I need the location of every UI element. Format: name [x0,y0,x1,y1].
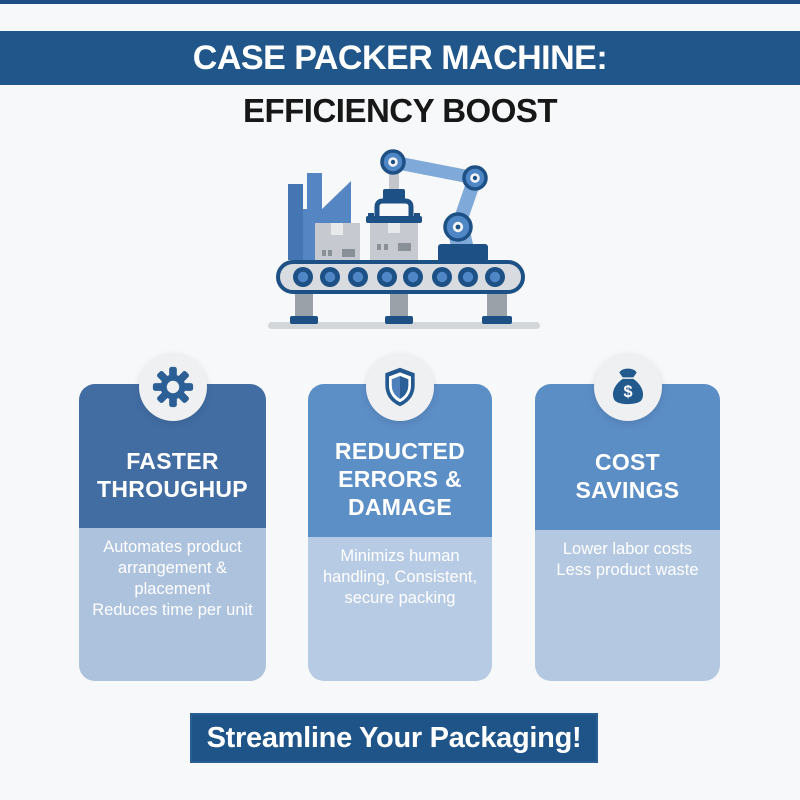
box-icon-left [315,223,360,262]
machine-illustration [260,140,550,335]
header-banner: CASE PACKER MACHINE: [0,31,800,85]
card-title: FASTER THROUGHUP [97,447,248,502]
card-title: REDUCTED ERRORS & DAMAGE [334,438,466,520]
footer-banner: Streamline Your Packaging! [190,713,598,763]
card-body: Minimizs human handling, Consistent, sec… [308,537,492,681]
ground-shadow [268,322,540,329]
arm-joint-3 [443,212,473,242]
gear-icon [138,353,207,421]
shield-icon [366,353,434,421]
robot-arm-icon [380,149,488,262]
footer-banner-text: Streamline Your Packaging! [206,721,582,754]
benefit-card-cost-savings: $ COST SAVINGS Lower labor costs Less pr… [535,353,720,681]
benefit-card-reduced-errors: REDUCTED ERRORS & DAMAGE Minimizs human … [308,353,492,681]
card-body-text: Minimizs human handling, Consistent, sec… [322,547,478,607]
svg-text:$: $ [623,383,632,401]
gripper-icon [374,189,414,219]
conveyor-legs [290,290,512,324]
card-title: COST SAVINGS [575,448,680,503]
box-icon-center [366,213,422,262]
conveyor-rollers [293,267,505,287]
page-title: CASE PACKER MACHINE: [192,38,608,77]
page-subtitle: EFFICIENCY BOOST [242,92,558,129]
card-body-text: Lower labor costs Less product waste [556,540,699,579]
arm-joint-2 [462,165,488,191]
conveyor-belt [276,260,525,294]
machine-svg [268,149,540,329]
arm-joint-1 [380,149,406,175]
card-body-text: Automates product arrangement & placemen… [92,538,253,619]
card-body: Automates product arrangement & placemen… [79,528,266,681]
money-bag-icon: $ [593,353,662,421]
top-stripe [0,0,800,4]
card-body: Lower labor costs Less product waste [535,530,720,681]
benefit-card-faster-throughput: FASTER THROUGHUP Automates product arran… [79,353,266,681]
